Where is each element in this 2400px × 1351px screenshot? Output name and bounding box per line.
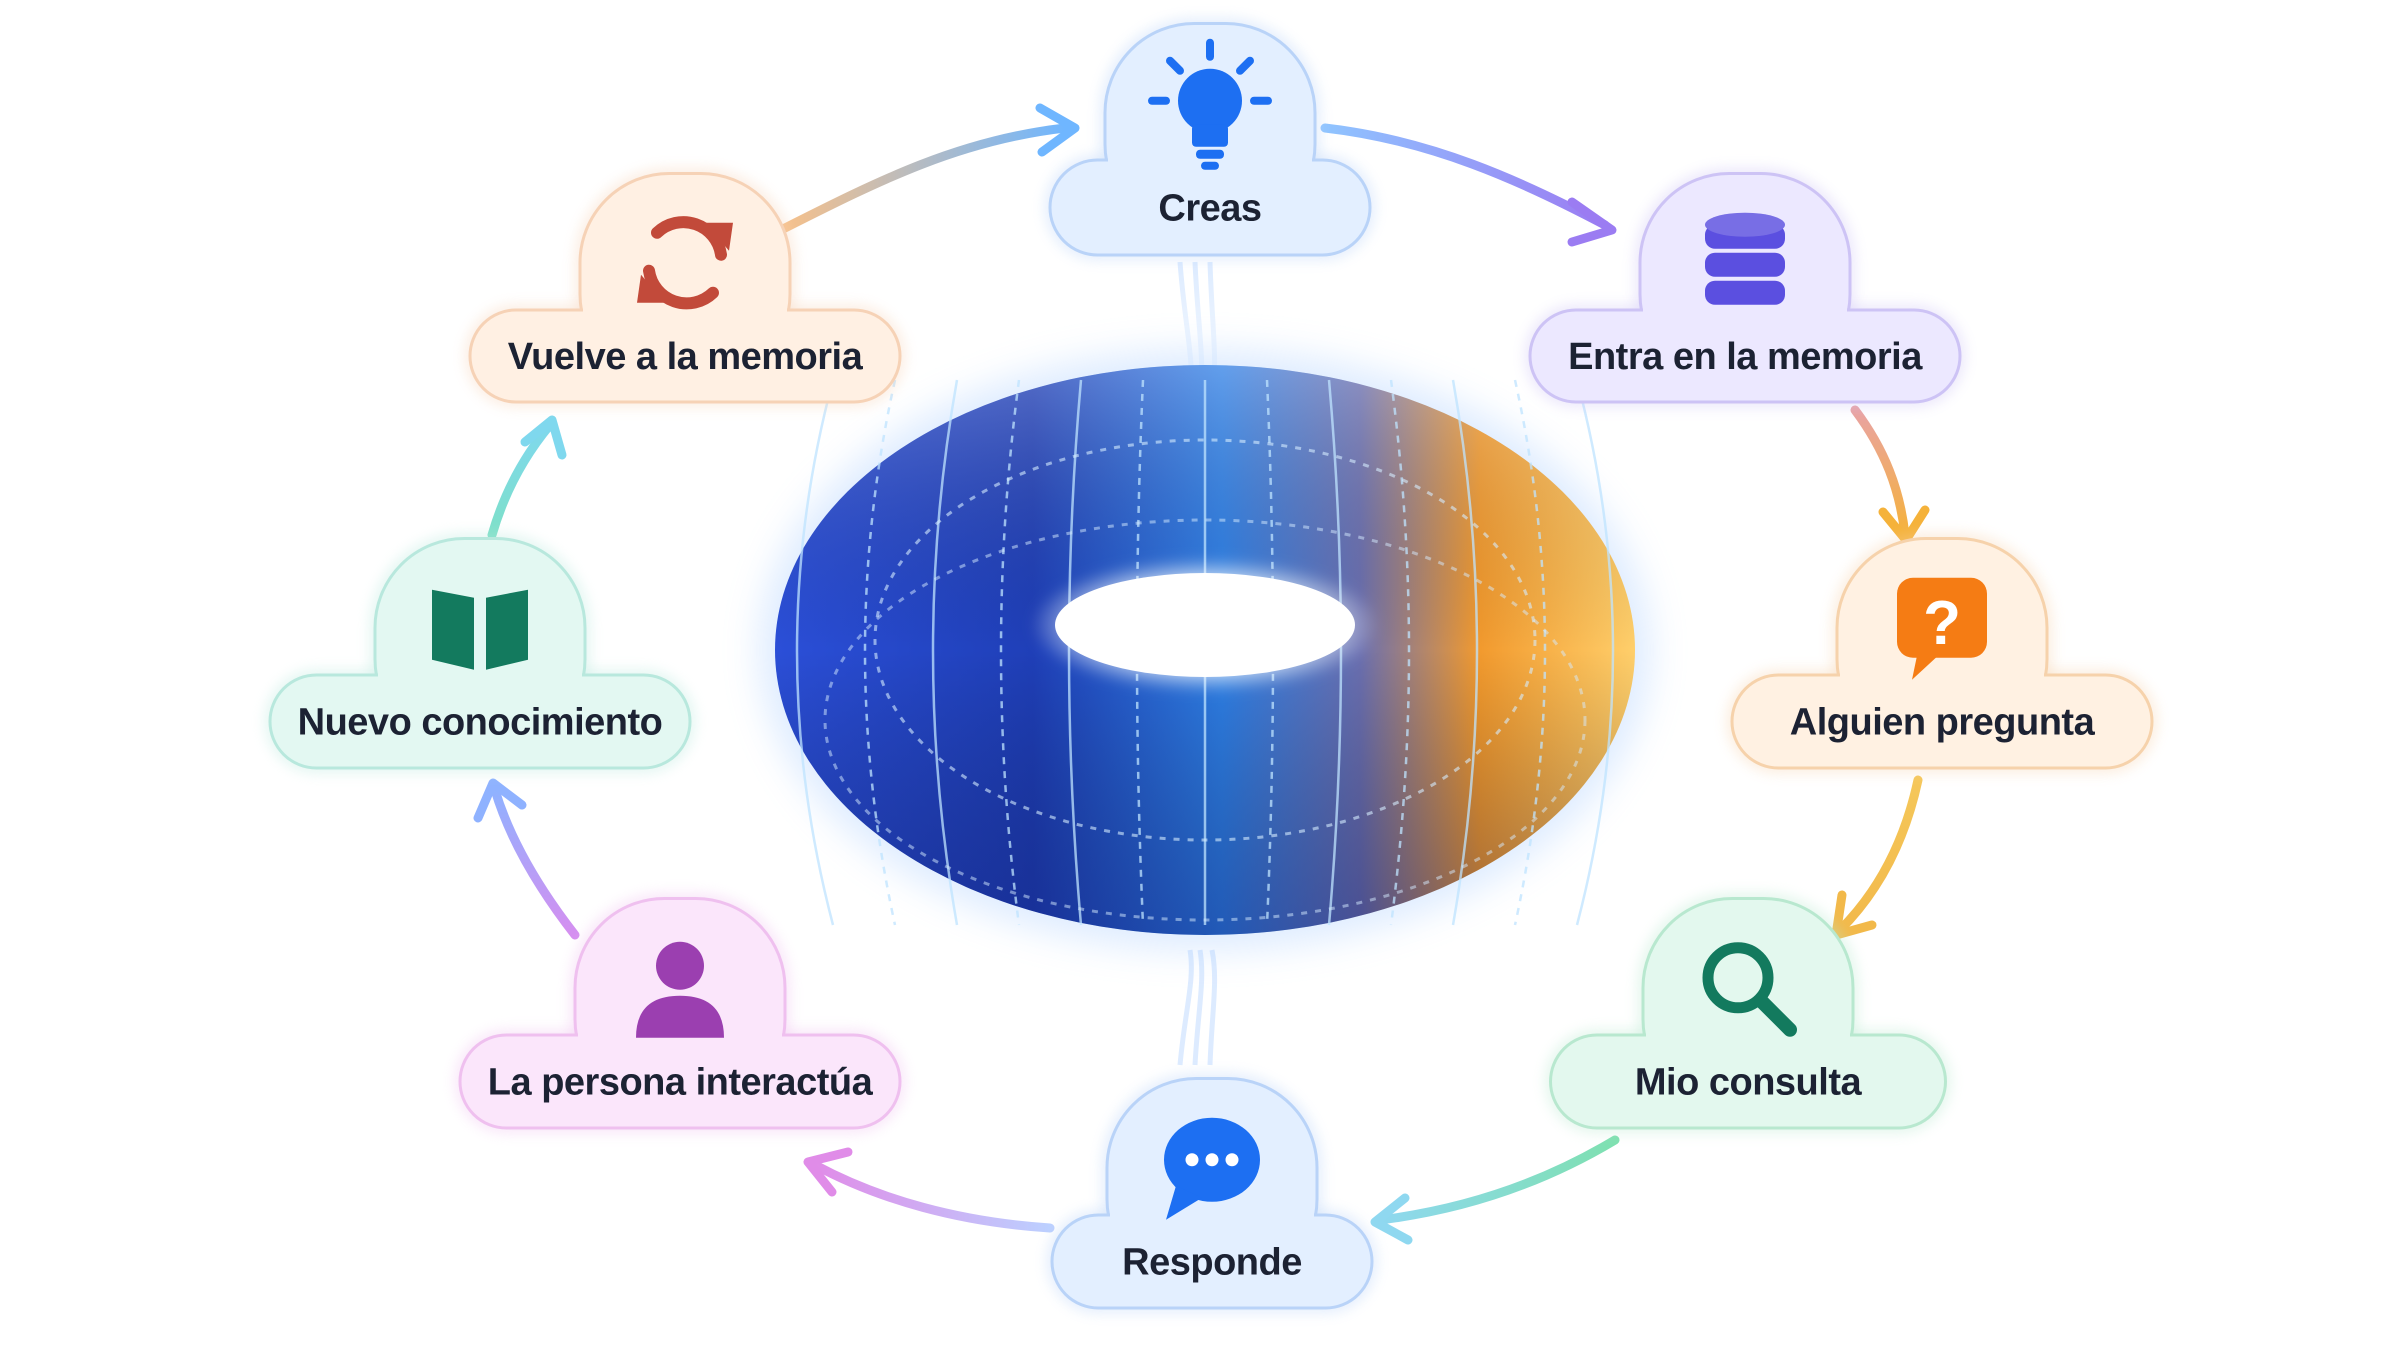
- arrowhead-responde: [1370, 1193, 1413, 1245]
- node-nuevo-label: Nuevo conocimiento: [298, 702, 663, 744]
- node-mio-label: Mio consulta: [1635, 1062, 1863, 1104]
- node-persona: La persona interactúa: [454, 892, 906, 1134]
- node-vuelve-label: Vuelve a la memoria: [508, 336, 864, 378]
- person-icon: [636, 941, 724, 1038]
- database-icon: [1705, 212, 1785, 305]
- open-book-icon: [432, 589, 528, 670]
- node-entra: Entra en la memoria: [1524, 167, 1966, 408]
- node-mio: Mio consulta: [1544, 892, 1952, 1134]
- arrowhead-creas: [1035, 103, 1080, 157]
- node-creas-label: Creas: [1158, 188, 1261, 230]
- node-persona-label: La persona interactúa: [488, 1062, 874, 1104]
- node-alguien: ? Alguien pregunta: [1726, 532, 2158, 774]
- node-nuevo: Nuevo conocimiento: [264, 532, 696, 774]
- arrow-mio-to-responde: [1375, 1135, 1620, 1225]
- arrow-nuevo-to-vuelve: [487, 420, 555, 540]
- arrowhead-entra: [1567, 197, 1617, 247]
- arrowhead-vuelve: [520, 415, 567, 460]
- arrow-creas-to-entra: [1320, 123, 1610, 230]
- arrow-persona-to-nuevo: [490, 785, 580, 940]
- magnifier-icon: [1702, 942, 1797, 1037]
- torus-ring-icon: [760, 350, 1650, 950]
- node-responde: Responde: [1046, 1072, 1378, 1314]
- node-entra-label: Entra en la memoria: [1568, 336, 1923, 378]
- refresh-icon: [637, 216, 733, 310]
- arrowhead-nuevo: [473, 778, 527, 823]
- node-vuelve: Vuelve a la memoria: [464, 167, 906, 408]
- arrow-vuelve-to-creas: [780, 123, 1070, 233]
- arrow-alguien-to-mio: [1835, 775, 1923, 935]
- chat-bubble-icon: [1164, 1117, 1260, 1220]
- node-creas: Creas: [1044, 17, 1376, 261]
- svg-text:?: ?: [1923, 589, 1961, 658]
- arrow-responde-to-persona: [810, 1160, 1055, 1233]
- lightbulb-icon: [1148, 38, 1272, 170]
- node-responde-label: Responde: [1122, 1242, 1302, 1284]
- question-bubble-icon: ?: [1897, 577, 1987, 680]
- node-alguien-label: Alguien pregunta: [1790, 702, 2096, 744]
- arrow-entra-to-alguien: [1850, 405, 1910, 540]
- arrowhead-persona: [803, 1147, 853, 1197]
